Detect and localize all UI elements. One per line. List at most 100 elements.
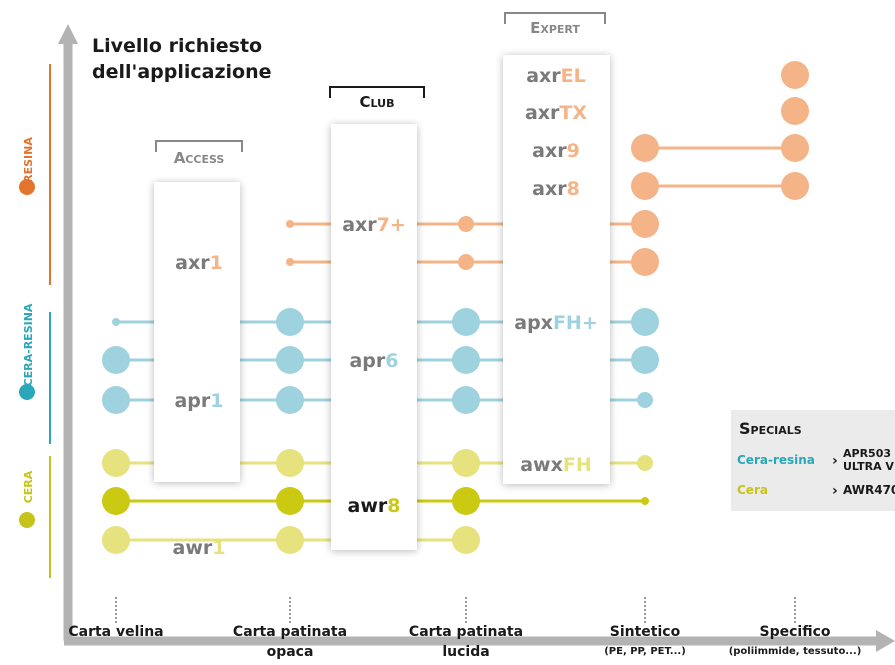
product-suffix: 1 bbox=[210, 252, 223, 274]
specials-item-0-chevron: › bbox=[832, 453, 838, 469]
level-dot bbox=[276, 346, 304, 374]
product-suffix: FH+ bbox=[553, 312, 598, 334]
level-dot bbox=[276, 526, 304, 554]
specials-item-1-product: AWR470 bbox=[843, 483, 895, 497]
ribbon-bracket-access bbox=[155, 140, 243, 152]
x-category-label: Carta patinata bbox=[409, 624, 523, 640]
x-category-label: Carta velina bbox=[68, 624, 163, 640]
ribbon-name-access: Access bbox=[174, 149, 225, 167]
level-dot bbox=[458, 254, 474, 270]
level-dot bbox=[631, 346, 659, 374]
product-prefix: awr bbox=[348, 495, 388, 517]
level-dot bbox=[452, 526, 480, 554]
product-label-awr8: awr8 bbox=[348, 495, 401, 517]
level-dot bbox=[452, 346, 480, 374]
level-dot bbox=[102, 449, 130, 477]
product-label-axr1: axr1 bbox=[175, 252, 223, 274]
specials-item-0-product-line1: APR503 bbox=[843, 447, 891, 460]
x-categories: Carta velina Carta patinata opaca Carta pat… bbox=[68, 597, 861, 660]
level-dot bbox=[631, 308, 659, 336]
x-category-label: Sintetico bbox=[610, 624, 681, 640]
product-label-awr1: awr1 bbox=[173, 537, 226, 559]
level-dot bbox=[102, 346, 130, 374]
level-dot bbox=[637, 455, 653, 471]
level-dot bbox=[452, 308, 480, 336]
specials-item-1-category: Cera bbox=[737, 483, 768, 497]
product-suffix: 1 bbox=[210, 390, 223, 412]
legend-cera-resina: CERA-RESINA bbox=[22, 303, 35, 386]
specials-panel: Specials Cera-resina › APR503 ULTRA V Ce… bbox=[731, 410, 895, 511]
level-dot bbox=[631, 134, 659, 162]
level-dot bbox=[458, 216, 474, 232]
product-suffix: FH bbox=[563, 454, 592, 476]
ribbon-card-access bbox=[154, 182, 240, 482]
cera-resina-group-label: CERA-RESINA bbox=[22, 303, 35, 386]
product-prefix: awx bbox=[520, 454, 563, 476]
product-label-axrel: axrEL bbox=[526, 65, 586, 87]
product-prefix: axr bbox=[175, 252, 210, 274]
cera-group-label: CERA bbox=[22, 470, 35, 503]
product-prefix: axr bbox=[526, 65, 561, 87]
product-label-apr6: apr6 bbox=[349, 350, 398, 372]
specials-item-1-chevron: › bbox=[832, 483, 838, 499]
product-label-apxfh-plus: apxFH+ bbox=[514, 312, 598, 334]
level-dot bbox=[631, 210, 659, 238]
level-dot bbox=[276, 487, 304, 515]
resina-group-icon bbox=[19, 179, 35, 195]
product-label-axr8: axr8 bbox=[532, 178, 580, 200]
cera-resina-group-icon bbox=[19, 384, 35, 400]
level-dot bbox=[112, 318, 120, 326]
level-dot bbox=[781, 97, 809, 125]
x-category-label-line2: opaca bbox=[267, 644, 314, 660]
level-dot bbox=[641, 497, 649, 505]
resina-group-label: RESINA bbox=[22, 137, 35, 183]
ribbon-name-expert: Expert bbox=[530, 19, 580, 37]
level-dot bbox=[276, 308, 304, 336]
level-dot bbox=[631, 248, 659, 276]
axes bbox=[58, 24, 895, 652]
x-category-label: Carta patinata bbox=[233, 624, 347, 640]
product-suffix: 7+ bbox=[377, 214, 406, 236]
level-dot bbox=[102, 487, 130, 515]
level-dot bbox=[452, 487, 480, 515]
product-labels: axr1apr1awr1axr7+apr6awr8axrELaxrTXaxr9a… bbox=[173, 65, 598, 559]
product-prefix: axr bbox=[342, 214, 377, 236]
product-suffix: 8 bbox=[567, 178, 580, 200]
ribbon-bracket-expert bbox=[504, 12, 606, 24]
specials-item-0-category: Cera-resina bbox=[737, 453, 815, 467]
y-axis-arrow bbox=[58, 24, 78, 44]
product-suffix: 1 bbox=[212, 537, 225, 559]
legend-cera: CERA bbox=[22, 470, 35, 503]
level-dots bbox=[102, 61, 809, 554]
specials-box bbox=[731, 410, 895, 511]
product-label-axr7-plus: axr7+ bbox=[342, 214, 406, 236]
product-suffix: 6 bbox=[385, 350, 398, 372]
chart-title-line2: dell'applicazione bbox=[92, 61, 272, 83]
x-category-label: Specifico bbox=[760, 624, 831, 640]
product-suffix: 8 bbox=[387, 495, 400, 517]
legend-resina: RESINA bbox=[22, 137, 35, 183]
cera-group-icon bbox=[19, 512, 35, 528]
product-label-axr9: axr9 bbox=[532, 140, 580, 162]
level-dot bbox=[781, 61, 809, 89]
level-dot bbox=[452, 449, 480, 477]
product-prefix: awr bbox=[173, 537, 213, 559]
product-suffix: EL bbox=[561, 65, 586, 87]
specials-title: Specials bbox=[739, 419, 802, 438]
ribbon-name-club: Club bbox=[360, 93, 395, 111]
x-category-label-line2: lucida bbox=[442, 644, 489, 660]
level-dot bbox=[276, 449, 304, 477]
level-dot bbox=[102, 386, 130, 414]
product-label-axrtx: axrTX bbox=[525, 102, 587, 124]
level-dot bbox=[781, 172, 809, 200]
x-axis-arrow bbox=[876, 630, 895, 652]
level-dot bbox=[276, 386, 304, 414]
level-dot bbox=[286, 258, 294, 266]
level-dot bbox=[637, 392, 653, 408]
product-suffix: TX bbox=[559, 102, 587, 124]
level-dot bbox=[286, 220, 294, 228]
product-prefix: axr bbox=[532, 178, 567, 200]
ribbon-bracket-club bbox=[329, 86, 425, 98]
